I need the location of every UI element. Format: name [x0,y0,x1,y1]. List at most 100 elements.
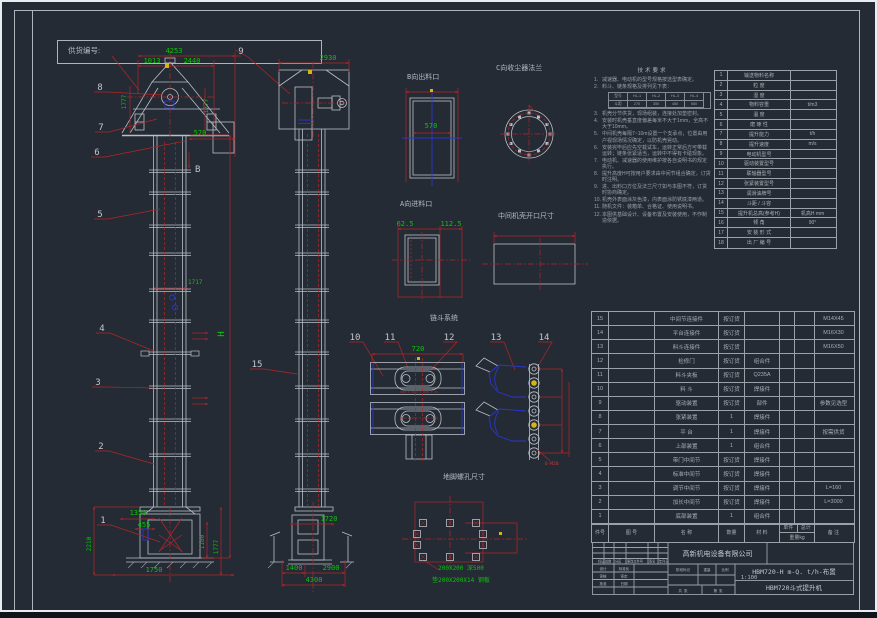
bom-unit-weight [780,312,795,326]
tb-rev-mark: 标记 [598,559,605,564]
tb-rev-count: 处数 [605,559,612,564]
spec-row: 13 润滑油牌号 [715,188,836,199]
bom-unit-weight [780,326,795,340]
bom-header-remark: 备 注 [827,530,840,536]
bom-row: 2 加长中间节 按订货 焊接件 L=3000 [592,495,854,510]
bom-row: 8 张紧装置 1 焊接件 [592,410,854,425]
note-text: 机壳外表面涂灰色漆，内表面涂防锈底漆两道。 [602,197,708,204]
bom-drawing-no [609,425,655,439]
bom-row: 4 标准中间节 按订货 焊接件 [592,467,854,482]
spec-row-value [791,120,834,129]
bom-row: 12 检修门 按订货 组合件 [592,354,854,369]
spec-row: 2 粒 度 [715,80,836,91]
spec-row-label: 联轴器型号 [728,169,791,179]
bom-total-weight [795,453,815,467]
bom-item-no: 1 [592,509,609,523]
bom-unit-weight [780,396,795,410]
bom-remark: M14X45 [823,315,844,322]
bom-total-weight [795,312,815,326]
label-b-view: B向出料口 [407,72,439,81]
spec-row-no: 13 [715,188,728,198]
note-number: 4. [594,118,599,125]
foundation-plan [402,496,527,571]
note-item: 7. 电动机、减速器的使用维护按各自说明书的规定执行。 [594,158,711,170]
bom-unit-weight [780,439,795,453]
bom-row: 11 料斗夹板 按订货 Q235A [592,368,854,383]
bom-unit-weight [780,354,795,368]
spec-row: 17 安 装 形 式 [715,228,836,239]
note-text: 中间机壳每隔7~10m设置一个支承点，位置由用户视现场情况确定，以防机壳晃动。 [602,131,708,144]
bom-material: 焊接件 [745,410,780,424]
dim-front-left: 1013 [144,57,161,65]
tb-company: 高新机电设备有限公司 [683,549,753,558]
bom-row: 1 底部装置 1 组合件 [592,509,854,524]
callout-numbers: 8 7 6 5 4 3 2 1 9 15 10 11 12 13 14 [94,47,549,526]
dim-base-total: 4300 [306,576,323,584]
spec-row-value: m/s [808,141,817,148]
notes-table-cell: HL-4 [685,92,704,101]
spec-row: 4 物料容重 t/m3 [715,100,836,111]
bom-item-no: 2 [592,495,609,509]
spec-row: 7 提升能力 t/h [715,129,836,140]
front-view-dimensions [92,50,236,584]
dim-side-head: 2930 [320,54,337,62]
spec-row-label: 输送物料名称 [728,71,791,80]
bom-row: 7 平 台 1 焊接件 按需供货 [592,425,854,440]
note-item: 9. 进、出料口方位及法兰尺寸如与本图不符，订货时协商确定。 [594,184,711,196]
callout-10: 10 [350,333,361,343]
dim-boot-b: 455 [138,521,151,529]
drawing-linework: 4253 1013 2440 570 1777 1777 1717 H 1350… [14,10,860,610]
spec-row: 14 斗距 / 斗容 [715,198,836,209]
bom-row: 15 中间节连接件 按订货 M14X45 [592,312,854,327]
bom-total-weight [795,326,815,340]
bom-total-weight [795,509,815,523]
bom-total-weight [795,368,815,382]
bom-drawing-no [609,354,655,368]
bom-qty: 1 [719,425,745,439]
bom-item-no: 6 [592,439,609,453]
bom-remark [815,411,852,424]
spec-row-label: 粒 度 [728,80,791,90]
bom-material [745,312,780,326]
bom-qty: 1 [719,410,745,424]
dim-front-right: 2440 [184,57,201,65]
bom-item-no: 7 [592,425,609,439]
tb-rev-docno: 更改文件号 [627,559,643,564]
tb-designation: HBM720-H m-Q. t/h-布置 [752,567,836,576]
bom-material: Q235A [745,368,780,382]
bom-unit-weight [780,495,795,509]
spec-row: 16 倾 角 90° [715,218,836,229]
dim-bucket-pitch: 720 [412,345,425,353]
bom-total-weight [795,467,815,481]
bom-header: 件号 图 号 名 称 数量 材 料 单件 总计 重量kg 备 注 [591,523,855,543]
bom-total-weight [795,495,815,509]
spec-row-value [791,199,834,208]
bom-unit-weight [780,425,795,439]
note-text: 安装完毕后应先空载试车，运转正常后方可带载运转；链条张紧适当，运转中不得有卡碰现… [602,144,708,157]
callout-15: 15 [252,360,263,370]
note-number: 10. [594,197,601,204]
note-number: 7. [594,157,599,164]
bom-part-name: 驱动装置 [655,396,719,410]
bom-part-name: 调节中间节 [655,481,719,495]
spec-row-no: 5 [715,110,728,120]
callout-1: 1 [100,516,105,526]
bom-material: 焊接件 [745,495,780,509]
spec-row: 18 出 厂 编 号 [715,238,836,248]
note-number: 3. [594,111,599,118]
supply-number-label: 供货编号: [68,46,101,55]
spec-row-no: 11 [715,169,728,179]
bucket-chain-detail-left [370,352,465,462]
bom-item-no: 11 [592,368,609,382]
spec-row: 9 电动机型号 [715,149,836,160]
spec-row-no: 9 [715,149,728,159]
bom-item-no: 13 [592,340,609,354]
note-item: 4. 安装时机壳垂直度偏差每米不大于1mm，全高不大于10mm。 [594,118,711,130]
tb-stage-label: 阶段标记 [676,567,690,572]
spec-row-label: 提升能力 [728,129,791,139]
bom-total-weight [795,354,815,368]
spec-row-value [791,189,834,198]
dim-boot-r1: 1100 [199,534,206,549]
spec-row-no: 12 [715,179,728,188]
foundation-note-2: 垫200X200X14 钢板 [432,576,490,584]
